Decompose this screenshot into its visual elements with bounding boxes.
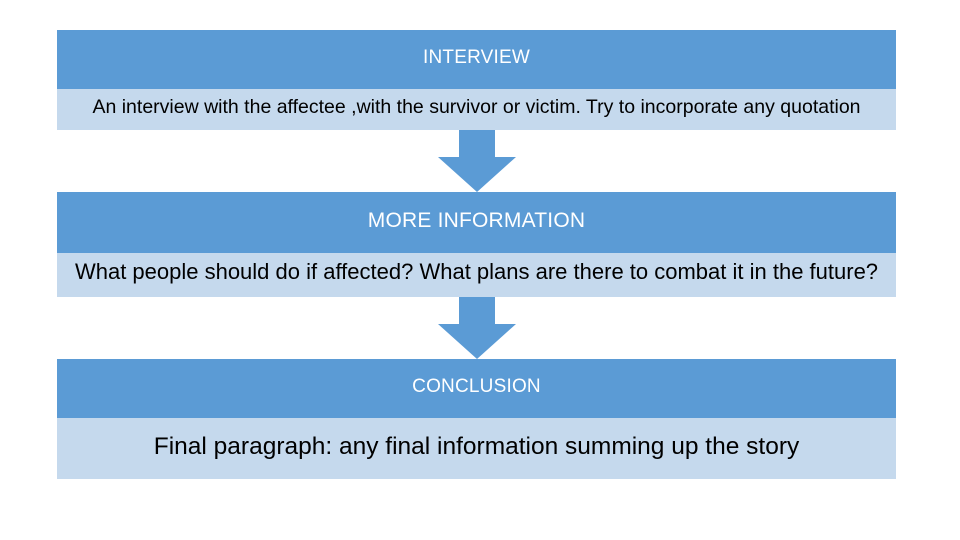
process-flow-diagram: INTERVIEW An interview with the affectee…: [57, 30, 896, 479]
flow-connector-1: [57, 130, 896, 193]
stage-title-conclusion: CONCLUSION: [57, 358, 896, 418]
arrow-down-icon: [437, 130, 516, 193]
stage-body-interview: An interview with the affectee ,with the…: [57, 88, 896, 131]
stage-title-more-information: MORE INFORMATION: [57, 192, 896, 254]
flow-stage-conclusion[interactable]: CONCLUSION Final paragraph: any final in…: [57, 358, 896, 479]
flow-connector-2: [57, 296, 896, 359]
stage-body-more-information: What people should do if affected? What …: [57, 253, 896, 297]
flow-stage-more-information[interactable]: MORE INFORMATION What people should do i…: [57, 192, 896, 297]
stage-body-conclusion: Final paragraph: any final information s…: [57, 417, 896, 479]
stage-title-interview: INTERVIEW: [57, 30, 896, 89]
arrow-down-icon: [437, 296, 516, 359]
flow-stage-interview[interactable]: INTERVIEW An interview with the affectee…: [57, 30, 896, 131]
